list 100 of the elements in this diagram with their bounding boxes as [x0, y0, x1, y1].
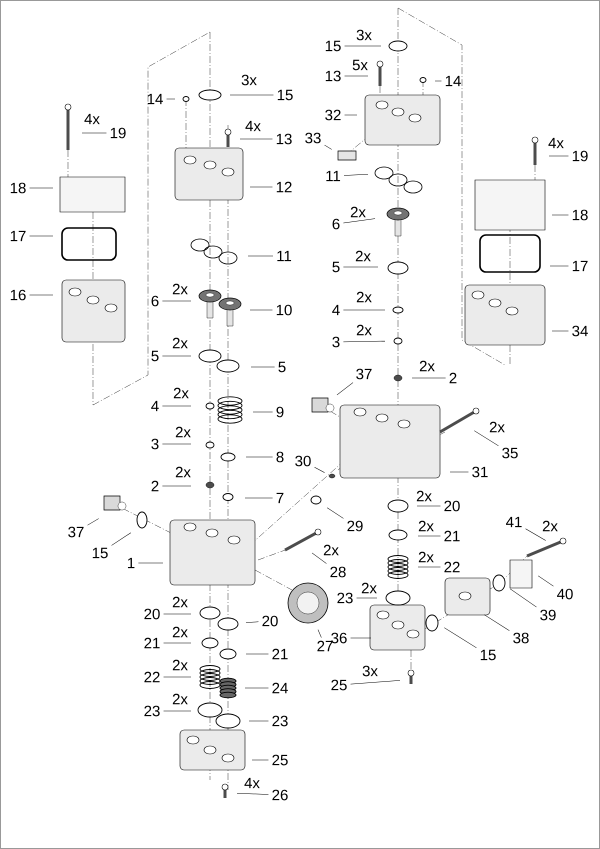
leader-line	[230, 94, 274, 96]
callout-number: 20	[144, 608, 160, 620]
leader-line	[474, 430, 499, 446]
callout-number: 15	[326, 40, 341, 52]
quantity-label: 2x	[356, 250, 371, 262]
leader-line	[246, 456, 273, 458]
callout-number: 20	[262, 616, 278, 626]
leader-line	[510, 588, 537, 608]
quantity-label: 2x	[542, 520, 558, 532]
callout-number: 4	[332, 304, 340, 316]
callout-number: 19	[110, 128, 126, 138]
leader-line	[87, 518, 99, 526]
leader-line	[318, 629, 322, 638]
quantity-label: 2x	[416, 490, 432, 502]
leader-line	[250, 186, 273, 188]
callout-number: 37	[68, 526, 84, 538]
leader-line	[29, 294, 54, 296]
leader-line	[236, 792, 269, 795]
leader-line	[82, 132, 107, 134]
callout-number: 13	[326, 70, 341, 82]
quantity-label: 4x	[245, 120, 261, 132]
callout-number: 23	[144, 706, 160, 716]
callout-number: 17	[572, 260, 588, 272]
callout-number: 23	[272, 716, 288, 726]
leader-line	[344, 174, 368, 176]
leader-line	[552, 330, 569, 332]
callout-number: 13	[276, 134, 292, 144]
callout-number: 22	[444, 562, 460, 572]
leader-line	[163, 710, 192, 712]
quantity-label: 3x	[356, 30, 372, 40]
leader-line	[163, 642, 192, 644]
quantity-label: 2x	[172, 626, 188, 638]
quantity-label: 2x	[176, 426, 191, 438]
callout-number: 2	[152, 480, 158, 492]
callout-number: 41	[506, 516, 522, 528]
callout-number: 35	[502, 448, 518, 458]
callout-number: 2	[450, 372, 456, 384]
leader-line	[250, 366, 275, 368]
callout-number: 17	[10, 230, 26, 242]
leader-line	[312, 552, 327, 564]
callout-number: 20	[444, 500, 460, 512]
leader-line	[314, 466, 325, 473]
callout-number: 25	[272, 754, 288, 766]
leader-line	[484, 614, 510, 631]
leader-line	[248, 720, 269, 722]
leader-line	[111, 532, 132, 546]
leader-line	[138, 562, 164, 564]
callout-number: 29	[347, 520, 363, 532]
callout-number: 18	[10, 182, 26, 194]
quantity-label: 2x	[172, 660, 188, 670]
callout-number: 37	[356, 368, 372, 380]
callout-number: 15	[480, 650, 496, 660]
callout-number: 36	[331, 632, 347, 644]
quantity-label: 2x	[356, 292, 372, 302]
callout-number: 9	[276, 406, 284, 418]
leader-line	[525, 528, 546, 541]
callout-number: 6	[332, 218, 340, 230]
leader-line	[552, 214, 569, 216]
callout-number: 32	[325, 110, 341, 120]
leader-line	[240, 138, 273, 140]
quantity-label: 2x	[418, 552, 434, 562]
quantity-label: 2x	[420, 360, 435, 372]
quantity-label: 2x	[172, 694, 188, 704]
callout-number: 19	[572, 150, 588, 162]
callout-number: 22	[144, 672, 160, 682]
quantity-label: 2x	[356, 324, 372, 336]
callout-number: 15	[92, 548, 108, 558]
leader-line	[162, 300, 192, 302]
callout-number: 4	[151, 400, 159, 412]
callout-number: 10	[276, 304, 292, 316]
leader-line	[344, 114, 358, 116]
callout-number: 38	[513, 632, 529, 644]
leader-line	[326, 508, 344, 519]
callout-number: 34	[572, 326, 588, 336]
callout-number: 24	[272, 682, 288, 694]
leader-line	[324, 144, 332, 150]
leader-line	[418, 566, 441, 568]
callout-number: 3	[332, 336, 340, 348]
callout-number: 8	[276, 452, 284, 462]
leader-line	[163, 676, 192, 678]
leader-line	[343, 266, 378, 268]
callout-number: 31	[472, 466, 488, 478]
callout-number: 3	[151, 438, 159, 450]
quantity-label: 2x	[490, 422, 505, 432]
callout-number: 5	[278, 362, 286, 372]
leader-line	[350, 680, 400, 684]
leader-line	[444, 627, 477, 648]
callout-number: 21	[272, 648, 288, 660]
leader-line	[336, 382, 354, 396]
callout-number: 11	[326, 170, 340, 182]
quantity-label: 2x	[172, 338, 188, 348]
quantity-label: 2x	[362, 582, 377, 594]
quantity-label: 2x	[174, 388, 189, 398]
callout-number: 11	[277, 250, 292, 262]
callout-number: 28	[330, 566, 346, 578]
callout-number: 1	[128, 558, 134, 568]
callout-number: 26	[272, 790, 288, 800]
callout-number: 5	[151, 350, 159, 362]
leader-line	[538, 576, 554, 586]
callout-number: 14	[148, 94, 163, 104]
